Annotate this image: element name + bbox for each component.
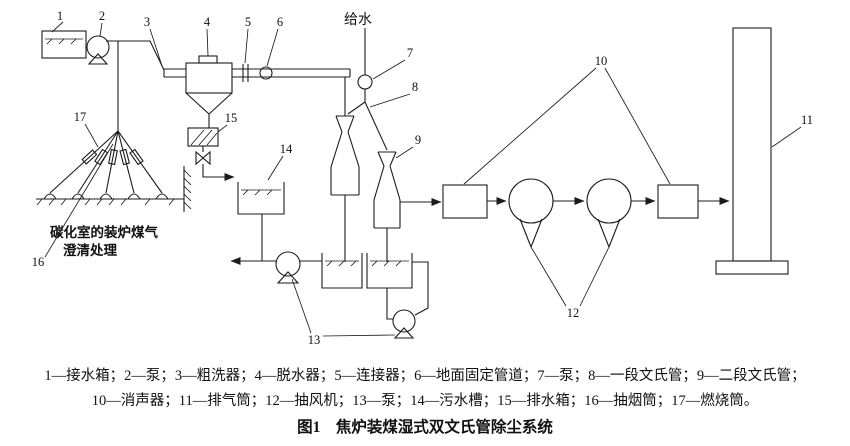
callout-2: 2 <box>99 9 105 23</box>
water-supply-7 <box>347 28 388 151</box>
callout-5: 5 <box>245 15 251 29</box>
callout-leaders <box>44 21 802 337</box>
callout-15: 15 <box>225 111 238 125</box>
seal-tank-b <box>366 253 413 289</box>
oven-top-17 <box>36 130 192 212</box>
callout-6: 6 <box>277 15 283 29</box>
callout-16: 16 <box>32 255 45 269</box>
washer-vessel-4 <box>185 55 233 128</box>
callout-11: 11 <box>801 113 813 127</box>
seal-tank-a <box>321 253 363 289</box>
legend-line-1: 1—接水箱；2—泵；3—粗洗器；4—脱水器；5—连接器；6—地面固定管道；7—泵… <box>44 367 805 384</box>
connector-5 <box>242 64 249 82</box>
sewage-tank-14 <box>237 182 285 215</box>
pipe-support-6 <box>259 66 273 80</box>
figure-text: 1—接水箱；2—泵；3—粗洗器；4—脱水器；5—连接器；6—地面固定管道；7—泵… <box>44 367 805 436</box>
main-pipe-3 <box>163 68 351 116</box>
legend-line-2: 10—消声器；11—排气筒；12—抽风机；13—泵；14—污水槽；15—排水箱；… <box>92 391 758 409</box>
venturi-9 <box>373 151 442 262</box>
callout-3: 3 <box>144 15 150 29</box>
pump-2 <box>86 35 165 131</box>
callout-7: 7 <box>407 46 413 60</box>
callout-12: 12 <box>567 306 580 320</box>
drain-box-15 <box>187 127 235 181</box>
pump-13b <box>386 261 429 339</box>
muffler-10b <box>657 184 699 219</box>
callout-17: 17 <box>74 110 87 124</box>
callout-1: 1 <box>57 9 63 23</box>
diagram-labels: 给水 碳化室的装炉煤气 澄清处理 <box>50 12 372 258</box>
exhaust-stack-11 <box>715 27 789 275</box>
callout-14: 14 <box>280 142 293 156</box>
exhaust-fan-12b <box>586 178 632 248</box>
pump-13 <box>230 214 322 284</box>
muffler-10a <box>442 184 488 219</box>
water-tank-1 <box>41 30 87 59</box>
callout-4: 4 <box>204 15 211 29</box>
figure-caption: 图1 焦炉装煤湿式双文氏管除尘系统 <box>297 417 553 436</box>
callout-9: 9 <box>415 133 421 147</box>
water-supply-label: 给水 <box>344 12 372 28</box>
callout-8: 8 <box>412 80 418 94</box>
note-line-1: 碳化室的装炉煤气 <box>50 224 158 240</box>
venturi-8 <box>330 115 360 262</box>
exhaust-fan-12a <box>508 178 554 248</box>
callout-13: 13 <box>308 333 321 347</box>
note-line-2: 澄清处理 <box>63 242 117 258</box>
callout-numbers: 1 2 3 4 5 6 7 8 9 10 11 12 13 14 15 16 1… <box>32 9 813 347</box>
callout-10: 10 <box>595 54 608 68</box>
